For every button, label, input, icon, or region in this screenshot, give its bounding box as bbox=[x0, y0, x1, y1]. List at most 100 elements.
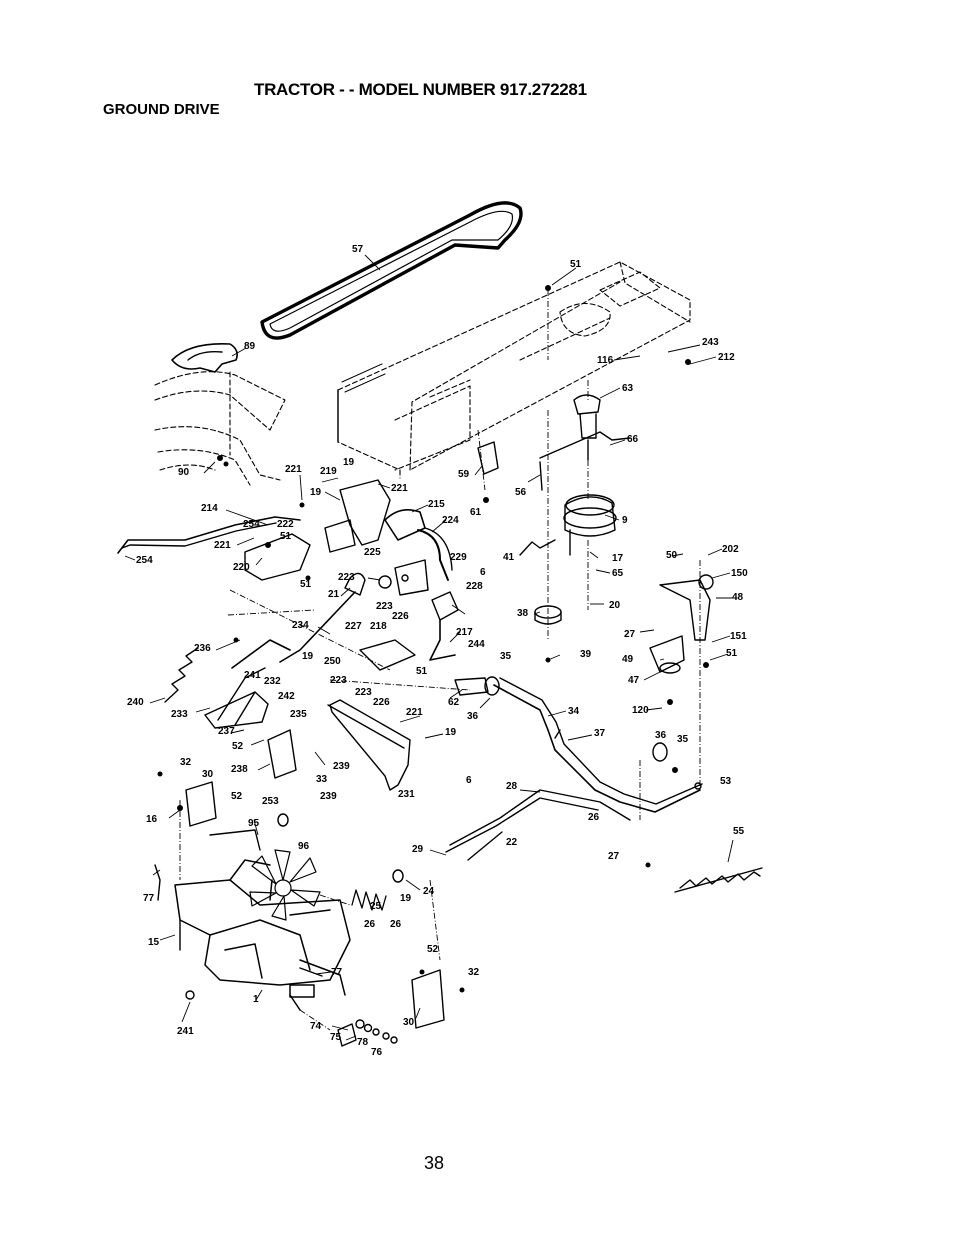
part-label: 19 bbox=[445, 727, 457, 738]
spring-long bbox=[679, 871, 761, 889]
part-label: 231 bbox=[398, 789, 415, 800]
part-label: 16 bbox=[146, 814, 158, 825]
part-label: 234 bbox=[292, 620, 309, 631]
part-label: 244 bbox=[468, 639, 485, 650]
part-label: 226 bbox=[373, 697, 390, 708]
part-label: 30 bbox=[403, 1017, 415, 1028]
part-label: 52 bbox=[232, 741, 244, 752]
part-label: 28 bbox=[506, 781, 518, 792]
part-label: 223 bbox=[376, 601, 393, 612]
part-label: 6 bbox=[480, 567, 486, 578]
part-label: 66 bbox=[627, 434, 639, 445]
part-label: 212 bbox=[718, 352, 735, 363]
part-label: 150 bbox=[731, 568, 748, 579]
part-label: 221 bbox=[214, 540, 231, 551]
part-label: 19 bbox=[302, 651, 314, 662]
part-label: 20 bbox=[609, 600, 621, 611]
part-label: 232 bbox=[264, 676, 281, 687]
part-label: 26 bbox=[364, 919, 376, 930]
part-label: 62 bbox=[448, 697, 460, 708]
part-label: 51 bbox=[280, 531, 292, 542]
part-label: 39 bbox=[580, 649, 592, 660]
part-label: 50 bbox=[666, 550, 678, 561]
part-label: 240 bbox=[127, 697, 144, 708]
part-label: 223 bbox=[355, 687, 372, 698]
part-label: 19 bbox=[310, 487, 322, 498]
part-label: 22 bbox=[506, 837, 518, 848]
compression-spring bbox=[351, 889, 387, 911]
part-label: 30 bbox=[202, 769, 214, 780]
part-label: 27 bbox=[608, 851, 620, 862]
part-label: 228 bbox=[466, 581, 483, 592]
part-label: 56 bbox=[515, 487, 527, 498]
part-label: 120 bbox=[632, 705, 649, 716]
part-label: 243 bbox=[702, 337, 719, 348]
part-label: 76 bbox=[371, 1047, 383, 1058]
part-label: 36 bbox=[655, 730, 667, 741]
part-label: 35 bbox=[677, 734, 689, 745]
part-label: 95 bbox=[248, 818, 260, 829]
lever-handle bbox=[171, 343, 238, 373]
part-label: 239 bbox=[320, 791, 337, 802]
part-label: 223 bbox=[330, 675, 347, 686]
page-title: TRACTOR - - MODEL NUMBER 917.272281 bbox=[254, 80, 587, 99]
part-label: 226 bbox=[392, 611, 409, 622]
part-label: 53 bbox=[720, 776, 732, 787]
part-label: 221 bbox=[285, 464, 302, 475]
part-label: 233 bbox=[171, 709, 188, 720]
part-label: 254 bbox=[136, 555, 153, 566]
part-label: 74 bbox=[310, 1021, 322, 1032]
part-label: 219 bbox=[320, 466, 337, 477]
section-subtitle: GROUND DRIVE bbox=[103, 101, 220, 118]
part-label: 36 bbox=[467, 711, 479, 722]
part-label: 236 bbox=[194, 643, 211, 654]
part-label: 19 bbox=[343, 457, 355, 468]
part-label: 215 bbox=[428, 499, 445, 510]
shift-rod bbox=[117, 516, 301, 554]
part-label: 33 bbox=[316, 774, 328, 785]
part-label: 34 bbox=[568, 706, 580, 717]
control-rod bbox=[493, 684, 701, 813]
part-label: 75 bbox=[330, 1032, 342, 1043]
part-label: 224 bbox=[442, 515, 459, 526]
part-label: 35 bbox=[500, 651, 512, 662]
part-label: 217 bbox=[456, 627, 473, 638]
brake-pedal bbox=[384, 509, 426, 541]
part-label: 222 bbox=[277, 519, 294, 530]
drive-belt bbox=[260, 201, 523, 340]
part-label: 89 bbox=[244, 341, 256, 352]
part-label: 235 bbox=[290, 709, 307, 720]
part-label: 25 bbox=[370, 901, 382, 912]
part-label: 27 bbox=[624, 629, 636, 640]
part-label: 202 bbox=[722, 544, 739, 555]
part-label: 220 bbox=[233, 562, 250, 573]
part-label: 49 bbox=[622, 654, 634, 665]
part-label: 51 bbox=[726, 648, 738, 659]
part-label: 15 bbox=[148, 937, 160, 948]
part-label: 151 bbox=[730, 631, 747, 642]
part-label: 65 bbox=[612, 568, 624, 579]
part-label: 250 bbox=[324, 656, 341, 667]
part-label: 78 bbox=[357, 1037, 369, 1048]
part-label: 254 bbox=[243, 519, 260, 530]
part-label: 61 bbox=[470, 507, 482, 518]
electric-clutch bbox=[564, 496, 616, 537]
part-label: 48 bbox=[732, 592, 744, 603]
part-label: 17 bbox=[612, 553, 624, 564]
part-label: 1 bbox=[253, 994, 259, 1005]
transaxle bbox=[174, 859, 351, 1011]
part-label: 214 bbox=[201, 503, 218, 514]
part-label: 218 bbox=[370, 621, 387, 632]
part-label: 51 bbox=[416, 666, 428, 677]
part-label: 221 bbox=[406, 707, 423, 718]
part-label: 26 bbox=[588, 812, 600, 823]
spring bbox=[164, 647, 199, 703]
part-label: 47 bbox=[628, 675, 640, 686]
part-label: 59 bbox=[458, 469, 470, 480]
part-label: 29 bbox=[412, 844, 424, 855]
part-label: 32 bbox=[468, 967, 480, 978]
part-label: 32 bbox=[180, 757, 192, 768]
cooling-fan bbox=[249, 849, 321, 921]
part-label: 239 bbox=[333, 761, 350, 772]
